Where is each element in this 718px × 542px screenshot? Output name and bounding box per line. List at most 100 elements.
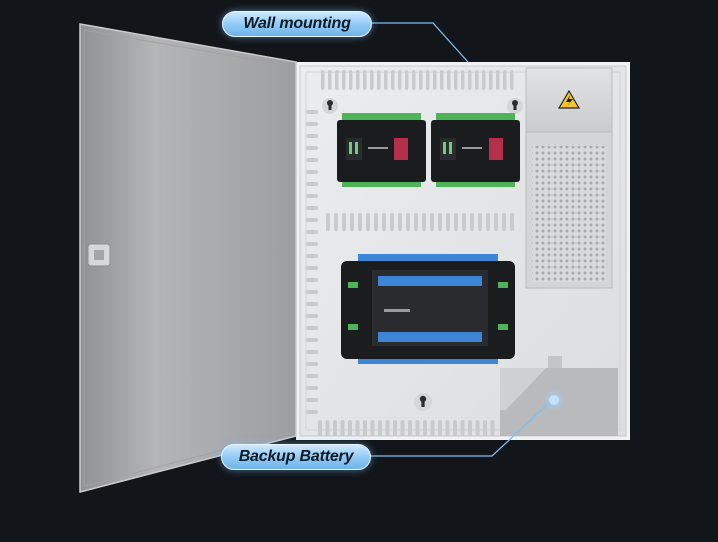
- knockout-slot: [419, 70, 423, 90]
- knockout-slot: [342, 213, 346, 231]
- knockout-slot: [385, 420, 390, 436]
- knockout-slot: [382, 213, 386, 231]
- knockout-slot: [391, 70, 395, 90]
- knockout-slot: [453, 420, 457, 436]
- knockout-slot: [454, 70, 458, 90]
- main-access-controller: [341, 254, 515, 364]
- knockout-slot: [318, 420, 322, 436]
- knockout-slot: [470, 213, 474, 231]
- knockout-slot: [348, 420, 352, 436]
- knockout-slot: [445, 420, 450, 436]
- knockout-slot: [494, 213, 498, 231]
- knockout-slot: [306, 122, 318, 126]
- knockout-slot: [393, 420, 397, 436]
- knockout-slot: [306, 338, 318, 342]
- middle-knockouts: [326, 213, 514, 231]
- knockout-slot: [340, 420, 345, 436]
- knockout-slot: [486, 213, 490, 231]
- knockout-slot: [438, 420, 442, 436]
- knockout-slot: [489, 70, 493, 90]
- door-module-right: [431, 113, 520, 187]
- knockout-slot: [478, 213, 482, 231]
- knockout-slot: [447, 70, 451, 90]
- knockout-slot: [430, 420, 435, 436]
- knockout-slot: [370, 420, 375, 436]
- knockout-slot: [510, 213, 514, 231]
- knockout-slot: [306, 194, 318, 198]
- callout-dot-icon: [546, 392, 562, 408]
- knockout-slot: [461, 70, 465, 90]
- knockout-slot: [355, 420, 360, 436]
- knockout-slot: [306, 290, 318, 294]
- knockout-slot: [306, 266, 318, 270]
- knockout-slot: [503, 70, 507, 90]
- knockout-slot: [306, 314, 318, 318]
- knockout-slot: [306, 350, 318, 354]
- knockout-slot: [363, 70, 367, 90]
- knockout-slot: [430, 213, 434, 231]
- knockout-slot: [414, 213, 418, 231]
- knockout-slot: [510, 70, 514, 90]
- knockout-slot: [306, 242, 318, 246]
- knockout-slot: [350, 213, 354, 231]
- knockout-slot: [334, 213, 338, 231]
- knockout-slot: [306, 170, 318, 174]
- knockout-slot: [408, 420, 412, 436]
- knockout-slot: [398, 213, 402, 231]
- knockout-slot: [460, 420, 465, 436]
- left-knockouts: [306, 110, 318, 414]
- knockout-slot: [306, 206, 318, 210]
- power-supply-unit: [525, 67, 613, 289]
- knockout-slot: [502, 213, 506, 231]
- knockout-slot: [412, 70, 416, 90]
- knockout-slot: [415, 420, 420, 436]
- high-voltage-warning-icon: [557, 89, 581, 109]
- knockout-slot: [468, 420, 472, 436]
- knockout-slot: [306, 386, 318, 390]
- knockout-slot: [438, 213, 442, 231]
- knockout-slot: [475, 70, 479, 90]
- door-latch-icon: [87, 243, 111, 267]
- knockout-slot: [306, 410, 318, 414]
- knockout-slot: [406, 213, 410, 231]
- knockout-slot: [363, 420, 367, 436]
- door-module-left: [337, 113, 426, 187]
- knockout-slot: [306, 230, 318, 234]
- knockout-slot: [306, 326, 318, 330]
- knockout-slot: [490, 420, 495, 436]
- knockout-slot: [306, 158, 318, 162]
- knockout-slot: [462, 213, 466, 231]
- knockout-slot: [306, 110, 318, 114]
- knockout-slot: [400, 420, 405, 436]
- knockout-slot: [321, 70, 325, 90]
- knockout-slot: [370, 70, 374, 90]
- knockout-slot: [356, 70, 360, 90]
- knockout-slot: [326, 213, 330, 231]
- knockout-slot: [422, 213, 426, 231]
- knockout-slot: [374, 213, 378, 231]
- knockout-slot: [306, 374, 318, 378]
- knockout-slot: [496, 70, 500, 90]
- knockout-slot: [306, 182, 318, 186]
- knockout-slot: [328, 70, 332, 90]
- knockout-slot: [306, 134, 318, 138]
- knockout-slot: [306, 146, 318, 150]
- knockout-slot: [475, 420, 480, 436]
- knockout-slot: [384, 70, 388, 90]
- top-knockouts: [321, 70, 514, 90]
- leader-lines: [369, 22, 549, 457]
- knockout-slot: [440, 70, 444, 90]
- knockout-slot: [446, 213, 450, 231]
- knockout-slot: [483, 420, 487, 436]
- knockout-slot: [349, 70, 353, 90]
- knockout-slot: [377, 70, 381, 90]
- knockout-slot: [398, 70, 402, 90]
- knockout-slot: [306, 278, 318, 282]
- knockout-slot: [405, 70, 409, 90]
- knockout-slot: [454, 213, 458, 231]
- knockout-slot: [306, 302, 318, 306]
- knockout-slot: [342, 70, 346, 90]
- backup-battery-label: Backup Battery: [221, 444, 371, 470]
- knockout-slot: [306, 218, 318, 222]
